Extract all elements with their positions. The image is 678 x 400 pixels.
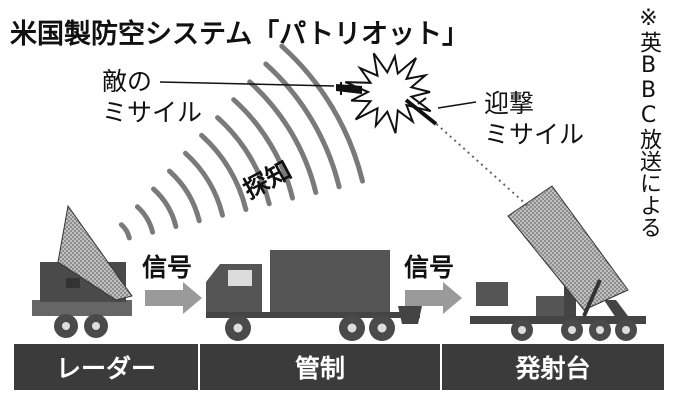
signal-arrow-1 [145,282,202,314]
launcher [470,185,646,341]
detection-wave-arc [183,150,225,218]
detection-wave-arc [263,61,342,190]
radar-unit [32,204,133,338]
detection-wave-arc [215,115,272,207]
detection-wave-arc [118,222,132,241]
diagram-title: 米国製防空システム「パトリオット」 [10,19,469,50]
signal-label-1: 信号 [142,253,193,282]
enemy-missile [159,81,362,95]
component-control: 管制 [200,344,440,390]
launcher-wheels [511,319,637,341]
interceptor-missile [404,97,477,126]
control-truck [206,250,422,341]
detection-wave-arc [134,204,156,235]
source-note: ※英BBC放送による [636,6,661,238]
interceptor-label: 迎撃 ミサイル [484,89,585,149]
enemy-missile-label: 敵の ミサイル [102,67,203,127]
signal-label-2: 信号 [404,253,455,282]
radar-wheels [54,314,108,338]
detection-wave-arc [247,79,319,195]
detection-wave-arc [151,186,179,229]
component-launcher: 発射台 [442,344,664,390]
detection-wave-arc [199,132,249,212]
detection-wave-arc [231,97,295,201]
detection-waves [118,43,365,241]
detection-wave-arc [279,43,365,184]
launcher-canister [507,185,629,311]
component-radar: レーダー [14,344,198,390]
detection-wave-arc [167,168,202,224]
explosion-burst [344,52,432,134]
